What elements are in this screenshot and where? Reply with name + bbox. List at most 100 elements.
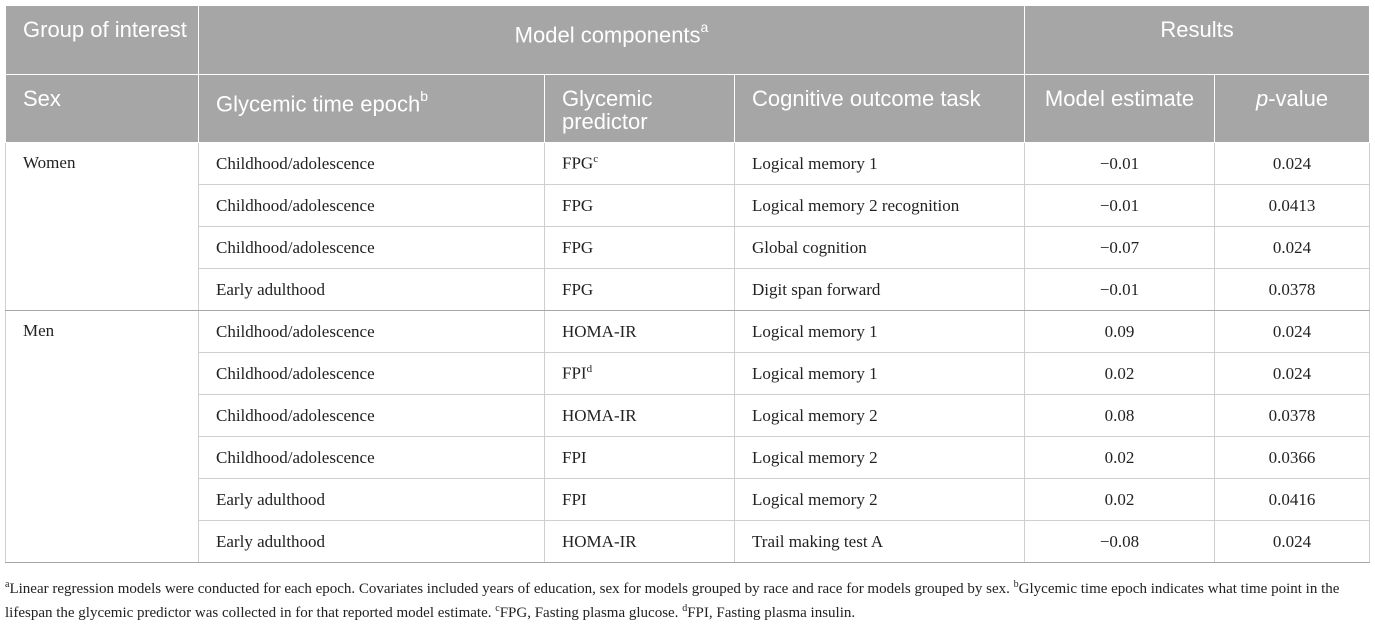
cell-predictor-text: HOMA-IR [562,321,637,341]
cell-predictor: FPG [544,268,735,311]
cell-estimate: 0.02 [1024,478,1216,521]
cell-sex: Women [5,142,199,311]
cell-estimate: 0.08 [1024,394,1216,437]
cell-outcome: Global cognition [734,226,1026,269]
header-outcome: Cognitive outcome task [733,74,1026,143]
cell-outcome: Logical memory 2 [734,394,1026,437]
header-pvalue-italic: p [1255,86,1269,111]
cell-predictor: FPId [544,352,735,395]
header-results: Results [1024,5,1371,75]
predictor-footnote-mark: c [593,153,599,166]
footnote-a-text: Linear regression models were conducted … [9,581,1010,597]
cell-epoch: Early adulthood [198,268,545,311]
header-predictor-label: Glycemic predictor [562,86,653,134]
cell-pvalue-text: 0.0416 [1268,489,1316,509]
cell-estimate-text: 0.02 [1104,489,1135,509]
cell-pvalue-text: 0.024 [1272,321,1312,341]
table-row: Early adulthood FPI Logical memory 2 0.02 0.… [6,478,1371,521]
cell-predictor: FPI [544,436,735,479]
cell-predictor: FPI [544,478,735,521]
cell-outcome-text: Logical memory 1 [752,363,878,383]
table-row: Childhood/adolescence FPG Logical memory 2… [6,184,1371,227]
cell-outcome-text: Trail making test A [752,531,884,551]
cell-estimate-text: 0.02 [1104,363,1135,383]
cell-predictor-text: FPG [562,279,594,299]
cell-outcome: Logical memory 2 [734,478,1026,521]
cell-predictor-text: HOMA-IR [562,531,637,551]
cell-pvalue-text: 0.0378 [1268,279,1316,299]
cell-predictor-text: FPG [562,153,594,173]
cell-predictor: FPGc [544,142,735,185]
footnote-d-text: FPI, Fasting plasma insulin. [687,605,856,621]
footnote-a-mark: a [5,579,10,590]
cell-estimate-text: −0.01 [1099,195,1140,215]
table-row: Childhood/adolescence FPI Logical memory 2… [6,436,1371,479]
cell-outcome: Logical memory 1 [734,142,1026,185]
cell-outcome-text: Logical memory 2 recognition [752,195,960,215]
cell-predictor: FPG [544,226,735,269]
cell-predictor-text: FPI [562,489,587,509]
cell-pvalue: 0.024 [1214,142,1371,185]
cell-epoch: Childhood/adolescence [198,394,545,437]
cell-epoch-text: Childhood/adolescence [216,195,375,215]
header-outcome-label: Cognitive outcome task [752,86,981,111]
header-pvalue-rest: -value [1268,86,1329,111]
cell-estimate: 0.02 [1024,436,1216,479]
cell-pvalue: 0.0413 [1214,184,1371,227]
footnote-b-text: Glycemic time epoch indicates what time … [5,581,1340,621]
header-estimate: Model estimate [1024,74,1216,143]
footnote-mark-a: a [700,19,709,35]
cell-pvalue-text: 0.024 [1272,153,1312,173]
cell-estimate-text: −0.01 [1099,153,1140,173]
cell-outcome-text: Logical memory 2 [752,489,878,509]
header-model-components-label: Model components [514,22,701,48]
cell-predictor-text: FPG [562,195,594,215]
cell-epoch: Early adulthood [198,478,545,521]
cell-outcome: Digit span forward [734,268,1026,311]
cell-epoch: Childhood/adolescence [198,436,545,479]
cell-outcome: Logical memory 2 recognition [734,184,1026,227]
footnote-d-mark: d [682,603,688,614]
cell-estimate-text: 0.02 [1104,447,1135,467]
cell-estimate: −0.08 [1024,520,1216,563]
header-predictor: Glycemic predictor [544,74,735,143]
cell-pvalue: 0.0378 [1214,268,1371,311]
cell-epoch: Childhood/adolescence [198,310,545,353]
header-sex-label: Sex [23,86,61,111]
cell-epoch: Childhood/adolescence [198,142,545,185]
cell-epoch-text: Childhood/adolescence [216,405,375,425]
cell-pvalue: 0.024 [1214,310,1371,353]
cell-predictor-text: FPI [562,363,587,383]
header-pvalue: p-value [1214,74,1371,143]
predictor-footnote-mark: d [586,363,593,376]
cell-outcome-text: Logical memory 2 [752,405,878,425]
cell-estimate: 0.02 [1024,352,1216,395]
cell-epoch: Childhood/adolescence [198,226,545,269]
cell-estimate-text: −0.01 [1099,279,1140,299]
cell-pvalue: 0.024 [1214,520,1371,563]
cell-pvalue-text: 0.024 [1272,237,1312,257]
cell-outcome-text: Logical memory 2 [752,447,878,467]
cell-outcome-text: Logical memory 1 [752,321,878,341]
header-results-label: Results [1160,17,1234,42]
cell-epoch-text: Childhood/adolescence [216,363,375,383]
header-model-components: Model componentsa [197,5,1026,75]
cell-estimate-text: 0.08 [1104,405,1135,425]
cell-predictor-text: FPI [562,447,587,467]
cell-outcome: Logical memory 1 [734,352,1026,395]
cell-outcome-text: Digit span forward [752,279,881,299]
header-epoch: Glycemic time epochb [198,74,545,143]
header-epoch-label: Glycemic time epoch [216,91,421,117]
cell-pvalue-text: 0.0378 [1268,405,1316,425]
table-row: Early adulthood FPG Digit span forward −0.0… [6,268,1371,311]
cell-pvalue-text: 0.0366 [1268,447,1316,467]
cell-outcome: Logical memory 1 [734,310,1026,353]
cell-epoch: Childhood/adolescence [198,184,545,227]
footnote-mark-b: b [420,88,428,104]
cell-estimate: −0.01 [1024,142,1216,185]
